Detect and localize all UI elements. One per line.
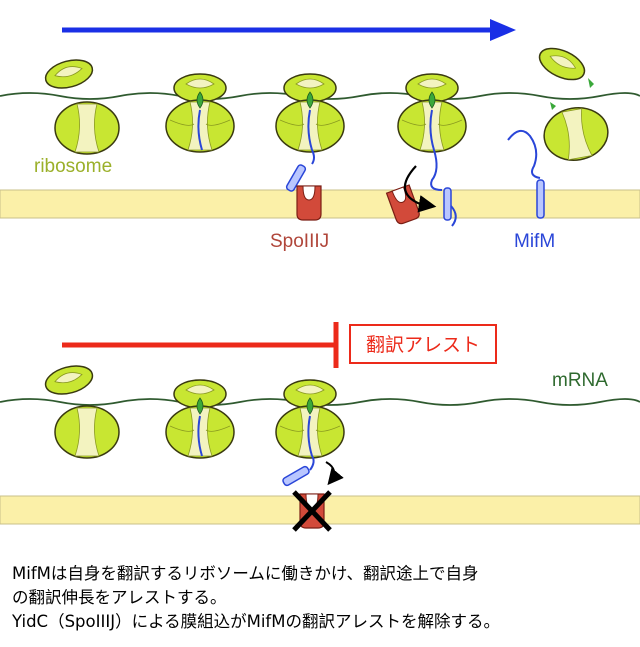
free-small-subunit (41, 54, 97, 94)
ribosome-translating-3 (397, 73, 467, 153)
nascent-mifm-helix-2 (285, 149, 315, 192)
blocked-insertion-arrow (325, 461, 344, 486)
arrest-indicator (62, 322, 339, 368)
stalled-mifm-helix (282, 455, 315, 487)
insertion-arrow (403, 165, 437, 213)
ribosome-1-peptide (196, 91, 204, 151)
caption: MifMは自身を翻訳するリボソームに働きかけ、翻訳途上で自身 の翻訳伸長をアレス… (12, 562, 632, 634)
mrna-line-bottom (0, 398, 640, 406)
released-small-subunit (534, 41, 590, 87)
caption-line-2: の翻訳伸長をアレストする。 (12, 588, 227, 607)
label-arrest: 翻訳アレスト (366, 334, 480, 356)
ribosome-stalled-1 (165, 379, 235, 459)
free-large-subunit (54, 101, 120, 155)
translation-direction-arrow (62, 19, 516, 41)
label-spoiiij: SpoIIIJ (270, 231, 329, 252)
spoiiij-absent (292, 490, 332, 532)
nascent-mifm-inserting (430, 149, 457, 227)
released-mifm-peptide (507, 129, 545, 219)
spoiiij-protein-1 (296, 185, 322, 221)
free-large-subunit-bottom (54, 405, 120, 459)
caption-line-1: MifMは自身を翻訳するリボソームに働きかけ、翻訳途上で自身 (12, 564, 479, 583)
caption-line-3: YidC（SpoIIIJ）による膜組込がMifMの翻訳アレストを解除する。 (12, 612, 500, 631)
free-small-subunit-bottom (41, 360, 97, 400)
arrest-label-box: 翻訳アレスト (349, 324, 497, 364)
mifm-arrest-diagram: ribosome SpoIIIJ MifM 翻訳アレスト mRNA (0, 19, 640, 532)
released-large-subunit (539, 102, 613, 166)
ribosome-translating-2 (275, 73, 345, 153)
mrna-line-top (0, 92, 640, 100)
ribosome-stalled-2 (275, 379, 345, 459)
label-mifm: MifM (514, 231, 555, 252)
label-ribosome: ribosome (34, 156, 112, 177)
released-trna-fragments (550, 78, 594, 110)
label-mrna: mRNA (552, 370, 608, 391)
